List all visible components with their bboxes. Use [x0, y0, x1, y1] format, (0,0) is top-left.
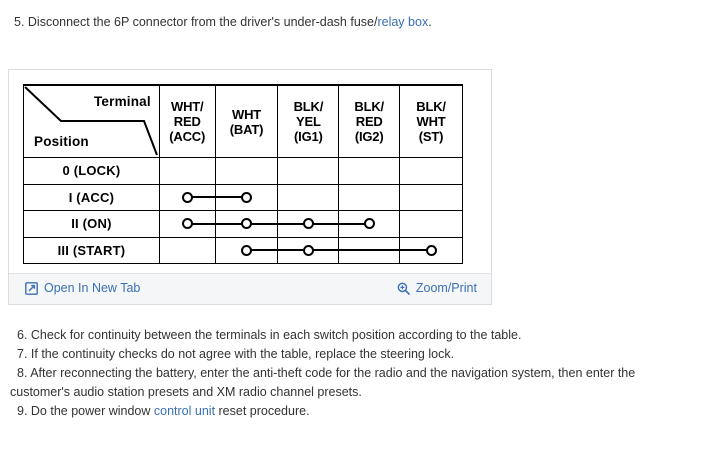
position-header-label: Position — [34, 134, 89, 150]
cell-on-ig1 — [277, 210, 340, 238]
table-row: II (ON) — [23, 210, 463, 238]
col-acc-wire2: RED — [173, 114, 201, 130]
continuity-dot — [181, 218, 193, 230]
cell-lock-bat — [214, 157, 279, 185]
open-in-new-tab-button[interactable]: Open In New Tab — [25, 281, 140, 295]
step-9-text: 9. Do the power window control unit rese… — [10, 402, 716, 421]
terminal-header-label: Terminal — [93, 94, 151, 109]
magnifier-plus-icon — [397, 282, 410, 295]
continuity-table-image: Terminal Position WHT/ RED (ACC) WHT (BA… — [23, 84, 463, 265]
column-header-st: BLK/ WHT (ST) — [399, 84, 463, 159]
step-5-suffix: . — [428, 15, 432, 29]
zoom-print-button[interactable]: Zoom/Print — [397, 281, 477, 295]
col-acc-wire1: WHT/ — [171, 99, 204, 115]
cell-on-bat — [214, 210, 279, 238]
table-row: I (ACC) — [23, 183, 463, 212]
continuity-wire — [400, 249, 432, 252]
continuity-dot — [181, 191, 193, 203]
step-6-text: 6. Check for continuity between the term… — [17, 328, 522, 342]
continuity-table: Terminal Position WHT/ RED (ACC) WHT (BA… — [23, 84, 463, 265]
corner-divider-icon — [24, 86, 158, 156]
cell-lock-ig2 — [338, 157, 401, 185]
step-8-text: 8. After reconnecting the battery, enter… — [17, 366, 636, 380]
table-row: III (START) — [23, 236, 463, 265]
column-header-bat: WHT (BAT) — [214, 84, 279, 159]
step-9-prefix: 9. Do the power window — [17, 404, 154, 418]
cell-acc-acc — [158, 183, 216, 212]
column-header-acc: WHT/ RED (ACC) — [158, 84, 216, 159]
cell-acc-ig2 — [338, 183, 401, 212]
cell-start-ig2 — [338, 236, 401, 265]
col-acc-abbr: (ACC) — [169, 129, 206, 145]
cell-on-acc — [158, 210, 216, 238]
col-bat-wire1: WHT — [232, 106, 262, 122]
continuity-wire — [339, 222, 370, 225]
open-in-new-tab-label: Open In New Tab — [44, 281, 141, 295]
continuity-dot — [302, 218, 314, 230]
table-header-row: Terminal Position WHT/ RED (ACC) WHT (BA… — [23, 84, 463, 159]
cell-start-st — [399, 236, 463, 265]
cell-acc-bat — [214, 183, 279, 212]
figure-container: Terminal Position WHT/ RED (ACC) WHT (BA… — [8, 69, 492, 305]
continuity-dot — [241, 191, 253, 203]
step-7-text: 7. If the continuity checks do not agree… — [17, 347, 455, 361]
col-st-wire1: BLK/ — [416, 99, 446, 115]
continuity-dot — [241, 218, 253, 230]
continuity-wire — [246, 249, 278, 252]
position-label-start: III (START) — [23, 236, 160, 265]
col-ig2-wire2: RED — [355, 114, 383, 130]
col-bat-abbr: (BAT) — [229, 121, 264, 137]
position-label-acc: I (ACC) — [23, 183, 160, 212]
position-label-lock: 0 (LOCK) — [23, 157, 160, 185]
continuity-wire — [215, 196, 247, 199]
step-8-continuation: customer's audio station presets and XM … — [10, 385, 362, 399]
continuity-dot — [241, 244, 253, 256]
cell-start-ig1 — [277, 236, 340, 265]
cell-lock-acc — [158, 157, 216, 185]
position-label-on: II (ON) — [23, 210, 160, 238]
col-st-wire2: WHT — [416, 114, 446, 130]
continuity-dot — [363, 218, 375, 230]
cell-lock-ig1 — [277, 157, 340, 185]
steps-text-block: 6. Check for continuity between the term… — [10, 326, 716, 421]
col-st-abbr: (ST) — [418, 129, 444, 145]
step-5-prefix: 5. Disconnect the 6P connector from the … — [14, 15, 378, 29]
header-corner-cell: Terminal Position — [23, 84, 160, 159]
col-ig1-wire1: BLK/ — [293, 99, 324, 115]
column-header-ig2: BLK/ RED (IG2) — [338, 84, 401, 159]
control-unit-link[interactable]: control unit — [153, 404, 216, 418]
step-5-text: 5. Disconnect the 6P connector from the … — [14, 14, 704, 30]
cell-on-st — [399, 210, 463, 238]
table-row: 0 (LOCK) — [23, 157, 463, 185]
cell-acc-ig1 — [277, 183, 340, 212]
step-9-suffix: reset procedure. — [215, 404, 310, 418]
col-ig2-abbr: (IG2) — [354, 129, 384, 145]
cell-lock-st — [399, 157, 463, 185]
cell-acc-st — [399, 183, 463, 212]
cell-start-acc — [158, 236, 216, 265]
continuity-wire — [339, 249, 400, 252]
continuity-wire — [187, 222, 215, 225]
col-ig1-abbr: (IG1) — [294, 129, 323, 145]
open-in-new-tab-icon — [25, 281, 38, 295]
cell-start-bat — [214, 236, 279, 265]
col-ig1-wire2: YEL — [296, 114, 321, 130]
continuity-wire — [187, 196, 215, 199]
column-header-ig1: BLK/ YEL (IG1) — [277, 84, 340, 159]
relay-box-link[interactable]: relay box — [377, 15, 429, 29]
zoom-print-label: Zoom/Print — [415, 281, 477, 295]
col-ig2-wire1: BLK/ — [354, 99, 384, 115]
continuity-dot — [425, 244, 437, 256]
cell-on-ig2 — [338, 210, 401, 238]
figure-footer-bar: Open In New Tab Zoom/Print — [9, 273, 491, 304]
continuity-dot — [302, 244, 314, 256]
